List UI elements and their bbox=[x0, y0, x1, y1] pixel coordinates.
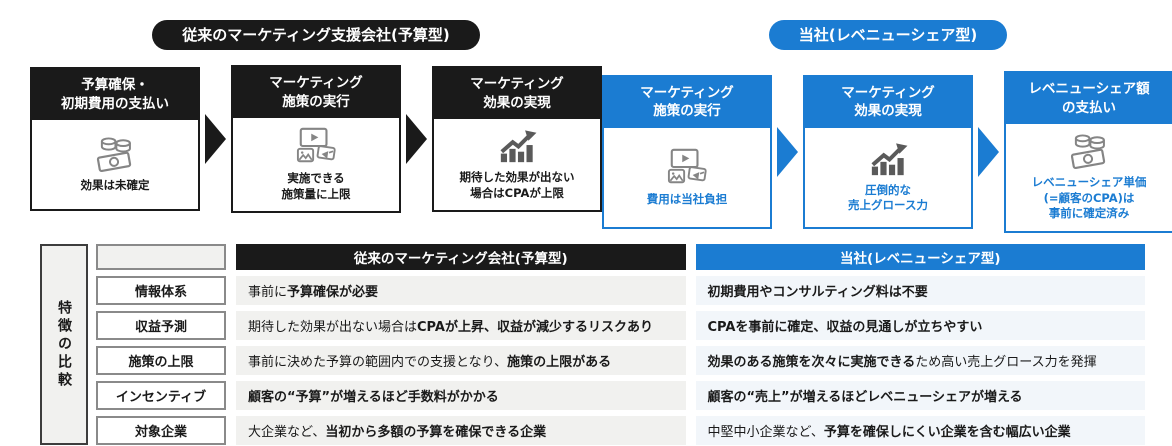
flow-comparison-section: 従来のマーケティング支援会社(予算型) 予算確保・初期費用の支払い効果は未確定マ… bbox=[30, 20, 1172, 233]
flow-arrow-icon bbox=[406, 114, 427, 165]
revenue-share-flow-title-row: 当社(レベニューシェア型) bbox=[602, 20, 1172, 50]
flow-step: マーケティング施策の実行実施できる施策量に上限 bbox=[231, 65, 401, 214]
growth-chart-icon bbox=[495, 127, 539, 165]
flow-step: マーケティング効果の実現圧倒的な売上グロース力 bbox=[803, 74, 973, 229]
flow-arrow-icon bbox=[777, 126, 798, 177]
flow-step-title: マーケティング施策の実行 bbox=[604, 76, 770, 128]
flow-step-title: レベニューシェア額の支払い bbox=[1006, 73, 1172, 124]
revenue-share-flow-title: 当社(レベニューシェア型) bbox=[768, 20, 1008, 50]
revenue-share-value-cell: 顧客の“売上”が増えるほどレベニューシェアが増える bbox=[695, 381, 1145, 410]
row-label: 対象企業 bbox=[96, 416, 226, 445]
media-campaign-icon bbox=[665, 147, 709, 187]
flow-step-body: 実施できる施策量に上限 bbox=[233, 118, 399, 211]
flow-step: マーケティング効果の実現期待した効果が出ない場合はCPAが上限 bbox=[432, 66, 602, 213]
flow-step-title: マーケティング効果の実現 bbox=[805, 76, 971, 128]
flow-step-caption: 期待した効果が出ない場合はCPAが上限 bbox=[459, 170, 575, 200]
flow-step-body: レベニューシェア単価(=顧客のCPA)は事前に確定済み bbox=[1006, 124, 1172, 231]
revenue-share-value-cell: CPAを事前に確定、収益の見通しが立ちやすい bbox=[695, 311, 1145, 340]
flow-step-caption: 費用は当社負担 bbox=[646, 191, 728, 206]
money-coins-icon bbox=[1067, 132, 1111, 170]
revenue-share-value-cell: 効果のある施策を次々に実施できるため高い売上グロース力を発揮 bbox=[695, 346, 1145, 375]
revenue-share-value-cell: 中堅中小企業など、予算を確保しにくい企業を含む幅広い企業 bbox=[695, 416, 1145, 445]
flow-step-title: 予算確保・初期費用の支払い bbox=[32, 69, 198, 121]
legacy-value-cell: 事前に予算確保が必要 bbox=[236, 276, 686, 305]
flow-step: マーケティング施策の実行費用は当社負担 bbox=[602, 74, 772, 229]
legacy-flow: 従来のマーケティング支援会社(予算型) 予算確保・初期費用の支払い効果は未確定マ… bbox=[30, 20, 602, 214]
legacy-value-cell: 顧客の“予算”が増えるほど手数料がかかる bbox=[236, 381, 686, 410]
legacy-flow-steps: 予算確保・初期費用の支払い効果は未確定マーケティング施策の実行実施できる施策量に… bbox=[30, 65, 602, 214]
flow-step-body: 圧倒的な売上グロース力 bbox=[805, 128, 971, 227]
row-label: インセンティブ bbox=[96, 381, 226, 410]
revenue-share-value-cell: 初期費用やコンサルティング料は不要 bbox=[695, 276, 1145, 305]
revenue-share-flow: 当社(レベニューシェア型) マーケティング施策の実行費用は当社負担マーケティング… bbox=[602, 20, 1172, 233]
flow-step: レベニューシェア額の支払いレベニューシェア単価(=顧客のCPA)は事前に確定済み bbox=[1004, 71, 1172, 233]
legacy-column-header: 従来のマーケティング会社(予算型) bbox=[236, 244, 686, 270]
revenue-share-flow-steps: マーケティング施策の実行費用は当社負担マーケティング効果の実現圧倒的な売上グロー… bbox=[602, 71, 1172, 233]
flow-step-caption: 圧倒的な売上グロース力 bbox=[848, 182, 928, 213]
flow-step-body: 期待した効果が出ない場合はCPAが上限 bbox=[434, 119, 600, 210]
legacy-flow-title: 従来のマーケティング支援会社(予算型) bbox=[152, 20, 480, 50]
flow-step-body: 効果は未確定 bbox=[32, 120, 198, 209]
row-label: 情報体系 bbox=[96, 276, 226, 305]
media-campaign-icon bbox=[294, 126, 338, 166]
money-coins-icon bbox=[93, 135, 137, 173]
flow-arrow-icon bbox=[978, 126, 999, 177]
row-label: 収益予測 bbox=[96, 311, 226, 340]
flow-step-title: マーケティング施策の実行 bbox=[233, 67, 399, 118]
flow-step-caption: レベニューシェア単価(=顧客のCPA)は事前に確定済み bbox=[1031, 175, 1147, 221]
empty-corner-cell bbox=[96, 244, 226, 270]
flow-step-caption: 実施できる施策量に上限 bbox=[281, 171, 351, 201]
flow-step-title: マーケティング効果の実現 bbox=[434, 68, 600, 119]
flow-step-caption: 効果は未確定 bbox=[80, 177, 150, 192]
flow-step: 予算確保・初期費用の支払い効果は未確定 bbox=[30, 67, 200, 212]
flow-step-body: 費用は当社負担 bbox=[604, 128, 770, 227]
comparison-grid: 従来のマーケティング会社(予算型) 当社(レベニューシェア型) 情報体系事前に予… bbox=[96, 244, 1145, 445]
growth-chart-icon bbox=[866, 140, 910, 178]
comparison-rail: 特徴の比較 bbox=[40, 244, 88, 445]
revenue-share-column-header: 当社(レベニューシェア型) bbox=[695, 244, 1145, 270]
legacy-value-cell: 事前に決めた予算の範囲内での支援となり、施策の上限がある bbox=[236, 346, 686, 375]
comparison-table: 特徴の比較 従来のマーケティング会社(予算型) 当社(レベニューシェア型) 情報… bbox=[40, 244, 1145, 445]
comparison-rail-label: 特徴の比較 bbox=[56, 299, 72, 390]
legacy-value-cell: 大企業など、当初から多額の予算を確保できる企業 bbox=[236, 416, 686, 445]
legacy-flow-title-row: 従来のマーケティング支援会社(予算型) bbox=[30, 20, 602, 50]
flow-arrow-icon bbox=[205, 114, 226, 165]
row-label: 施策の上限 bbox=[96, 346, 226, 375]
